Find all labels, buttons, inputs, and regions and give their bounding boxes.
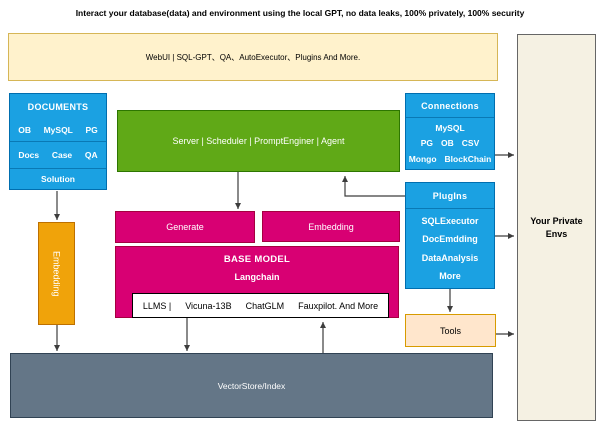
connections-item-ob: OB xyxy=(441,138,454,149)
embedding-pipeline-label: Embedding xyxy=(51,250,62,297)
connections-box: Connections MySQL PG OB CSV Mongo BlockC… xyxy=(405,93,495,170)
documents-box: DOCUMENTS OB MySQL PG Docs Case QA Solut… xyxy=(9,93,107,190)
private-envs-label-line2: Envs xyxy=(545,228,568,239)
connections-item-blockchain: BlockChain xyxy=(444,154,492,165)
plugins-item-docemdding: DocEmdding xyxy=(422,234,478,245)
base-model-box: BASE MODEL Langchain LLMS | Vicuna-13B C… xyxy=(115,246,399,318)
connections-item-csv: CSV xyxy=(461,138,480,149)
plugins-item-sqlexecutor: SQLExecutor xyxy=(421,216,479,227)
vectorstore-label: VectorStore/Index xyxy=(217,380,286,391)
documents-item-solution: Solution xyxy=(41,174,75,184)
models-strip: LLMS | Vicuna-13B ChatGLM Fauxpilot. And… xyxy=(132,293,389,318)
generate-box: Generate xyxy=(115,211,255,243)
connections-row-2: PG OB CSV xyxy=(406,138,494,148)
vectorstore-box: VectorStore/Index xyxy=(10,353,493,418)
documents-row-databases: OB MySQL PG xyxy=(10,119,106,142)
model-item-vicuna: Vicuna-13B xyxy=(185,300,232,311)
embedding-pipeline-box: Embedding xyxy=(38,222,75,325)
documents-item-case: Case xyxy=(51,150,73,160)
documents-item-mysql: MySQL xyxy=(43,125,73,135)
connections-header: Connections xyxy=(406,94,494,118)
plugins-item-more: More xyxy=(439,270,461,281)
connections-body: MySQL PG OB CSV Mongo BlockChain xyxy=(406,118,494,169)
private-envs-box: Your Private Envs xyxy=(517,34,596,421)
base-model-title: BASE MODEL xyxy=(223,254,291,265)
documents-row-content: Docs Case QA xyxy=(10,142,106,169)
generate-label: Generate xyxy=(166,222,204,232)
server-bar: Server | Scheduler | PromptEnginer | Age… xyxy=(117,110,400,172)
connections-item-mysql: MySQL xyxy=(435,122,465,133)
documents-item-docs: Docs xyxy=(18,150,40,160)
plugins-box: PlugIns SQLExecutor DocEmdding DataAnaly… xyxy=(405,182,495,289)
tools-label: Tools xyxy=(439,325,461,336)
private-envs-label-line1: Your Private xyxy=(530,215,583,226)
connections-row-3: Mongo BlockChain xyxy=(406,154,494,164)
documents-header: DOCUMENTS xyxy=(27,101,89,112)
connections-item-pg: PG xyxy=(420,138,434,149)
model-item-llms: LLMS | xyxy=(142,300,172,311)
model-item-fauxpilot: Fauxpilot. And More xyxy=(298,300,379,311)
documents-item-qa: QA xyxy=(84,150,98,160)
plugins-header: PlugIns xyxy=(406,183,494,209)
server-bar-label: Server | Scheduler | PromptEnginer | Age… xyxy=(172,136,345,146)
embedding-box: Embedding xyxy=(262,211,400,242)
langchain-label: Langchain xyxy=(234,272,280,282)
plugins-item-dataanalysis: DataAnalysis xyxy=(421,252,479,263)
connections-item-mongo: Mongo xyxy=(408,154,437,165)
documents-item-pg: PG xyxy=(85,125,98,135)
webui-banner-label: WebUI | SQL-GPT、QA、AutoExecutor、Plugins … xyxy=(145,52,361,62)
model-item-chatglm: ChatGLM xyxy=(245,300,285,311)
arrow-plugins-to-server xyxy=(342,176,405,197)
documents-item-ob: OB xyxy=(18,125,32,135)
plugins-body: SQLExecutor DocEmdding DataAnalysis More xyxy=(406,209,494,288)
webui-banner: WebUI | SQL-GPT、QA、AutoExecutor、Plugins … xyxy=(8,33,498,81)
tools-box: Tools xyxy=(405,314,496,347)
embedding-label: Embedding xyxy=(308,221,354,232)
diagram-title: Interact your database(data) and environ… xyxy=(75,8,525,18)
